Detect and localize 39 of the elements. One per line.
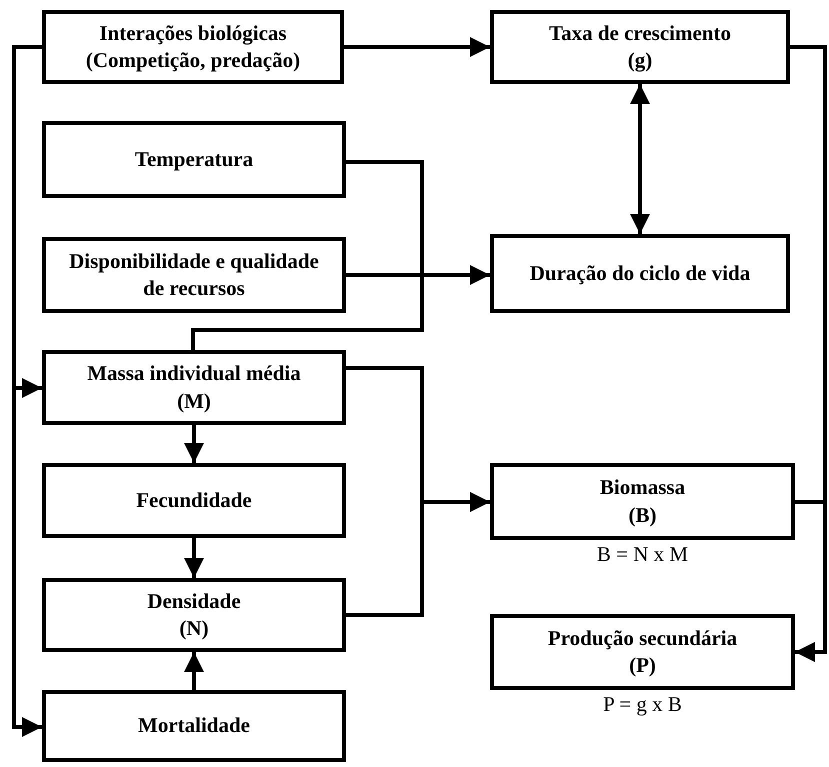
box-text: (M) <box>177 388 211 414</box>
arrow <box>346 265 490 285</box>
box-text: (P) <box>629 652 656 679</box>
process-box <box>42 463 346 538</box>
box-text: Disponibilidade e qualidade de recursos <box>69 248 319 302</box>
process-box <box>42 10 344 84</box>
box-text: Taxa de crescimento <box>549 20 731 47</box>
process-box <box>490 463 795 540</box>
formula-text: B = N x M <box>596 542 690 567</box>
box-text: Duração do ciclo de vida <box>530 260 750 287</box>
connector-line <box>191 160 424 350</box>
box-text: Mortalidade <box>138 712 250 740</box>
box-text: Fecundidade <box>136 486 252 514</box>
box-text: (g) <box>628 47 652 74</box>
process-box <box>490 234 790 313</box>
box-text: Temperatura <box>134 146 254 173</box>
process-box <box>42 578 346 652</box>
box-text: Produção secundária <box>548 624 738 652</box>
box-text: Massa individual média <box>87 360 301 388</box>
arrow <box>184 425 204 463</box>
process-box <box>42 237 346 313</box>
arrow <box>184 538 204 578</box>
formula-text: P = g x B <box>602 692 683 717</box>
box-text: Interações biológicas <box>99 20 287 47</box>
box-text: Densidade <box>147 588 241 615</box>
arrow <box>344 37 490 57</box>
box-text: (Competição, predação) <box>86 47 300 74</box>
box-text: Biomassa <box>600 474 686 502</box>
process-box <box>42 690 346 762</box>
process-box <box>490 10 790 84</box>
arrow <box>630 84 650 234</box>
arrow <box>795 500 827 662</box>
process-box <box>42 350 346 425</box>
process-box <box>42 121 346 198</box>
box-text: (N) <box>179 615 209 642</box>
process-box <box>490 614 795 690</box>
box-text: (B) <box>628 502 656 528</box>
arrow <box>184 652 204 690</box>
arrow <box>12 45 42 737</box>
